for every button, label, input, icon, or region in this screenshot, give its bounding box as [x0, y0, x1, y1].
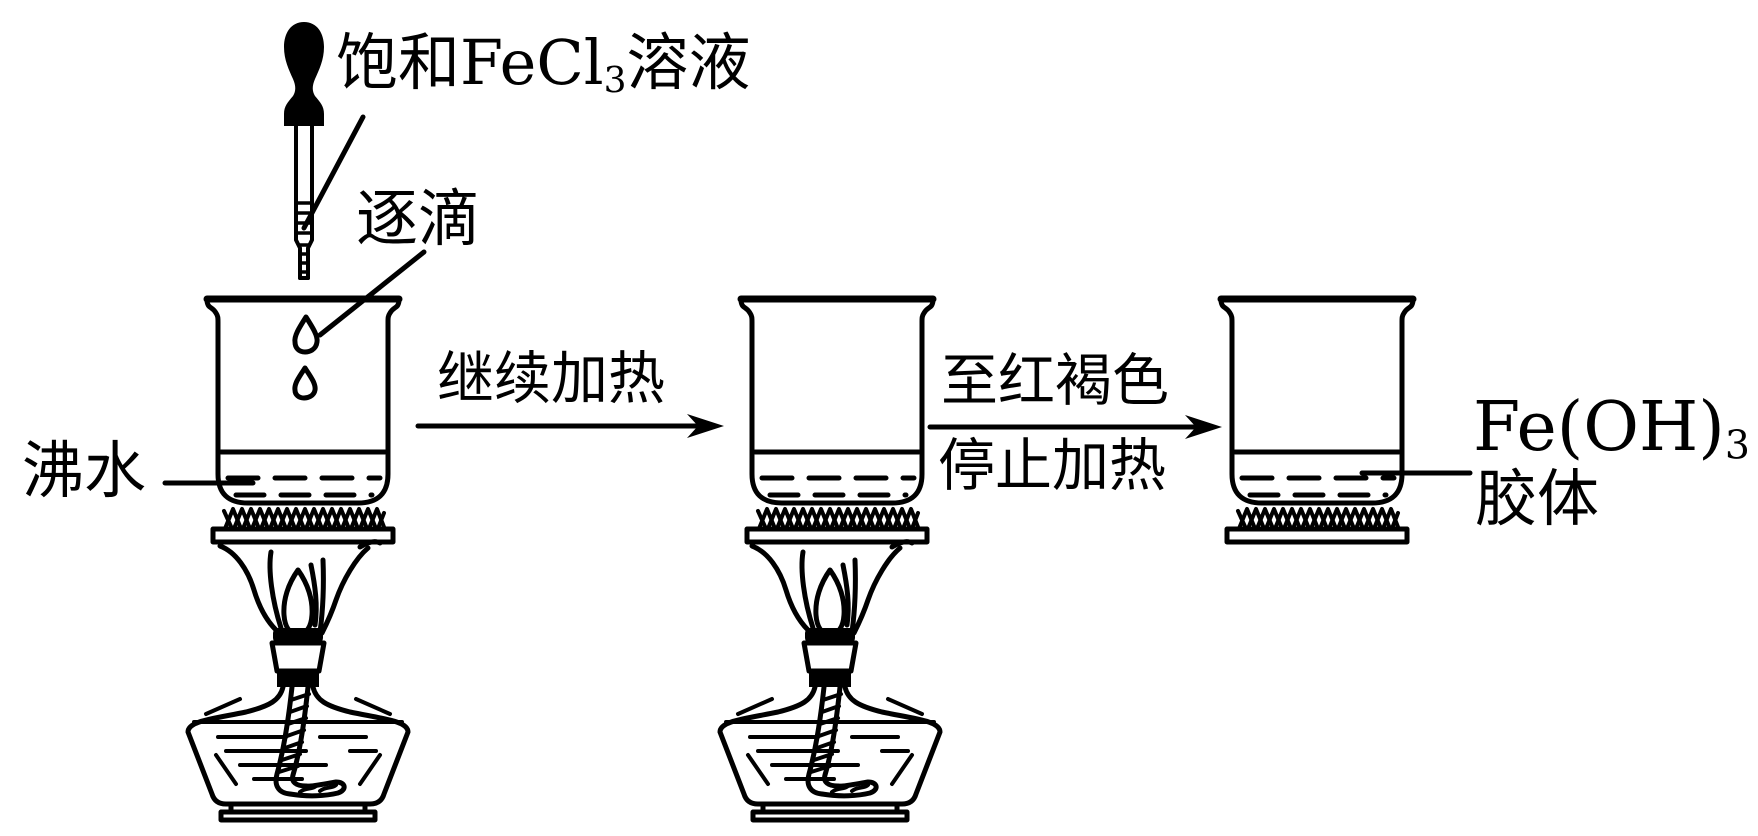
beaker-2-heating [741, 299, 933, 542]
feoh3-colloid-label-line1: Fe(OH)3 [1473, 394, 1750, 466]
dropper-label-pointer-line [301, 114, 366, 231]
drop-icon [292, 314, 320, 355]
beaker-3-colloid [1221, 299, 1413, 542]
continue-heating-label: 继续加热 [437, 346, 665, 412]
formula-text: 饱和FeCl [336, 26, 604, 99]
dropper-bulb [284, 22, 324, 126]
dropwise-label: 逐滴 [356, 182, 481, 255]
process-arrow-1 [415, 414, 724, 438]
arrowhead-icon [687, 414, 724, 438]
dropper [284, 22, 324, 280]
formula-text: 溶液 [626, 26, 751, 99]
alcohol-lamp-2 [720, 542, 940, 820]
arrowhead-icon [1185, 415, 1222, 439]
process-arrow-2 [927, 415, 1222, 439]
until-red-brown-label: 至红褐色 [941, 348, 1169, 414]
solution-drops [292, 314, 320, 401]
formula-text: Fe(OH) [1473, 388, 1725, 467]
alcohol-lamp-1 [188, 542, 408, 820]
formula-subscript: 3 [603, 59, 627, 101]
dropper-tube [294, 124, 314, 280]
drop-icon [292, 365, 318, 401]
feoh3-colloid-label-line2: 胶体 [1475, 462, 1600, 535]
boiling-water-label: 沸水 [22, 434, 147, 507]
stop-heating-label: 停止加热 [938, 433, 1166, 499]
saturated-fecl3-solution-label: 饱和FeCl3溶液 [336, 32, 750, 99]
dropwise-pointer-line [317, 249, 427, 338]
formula-subscript: 3 [1724, 422, 1750, 469]
